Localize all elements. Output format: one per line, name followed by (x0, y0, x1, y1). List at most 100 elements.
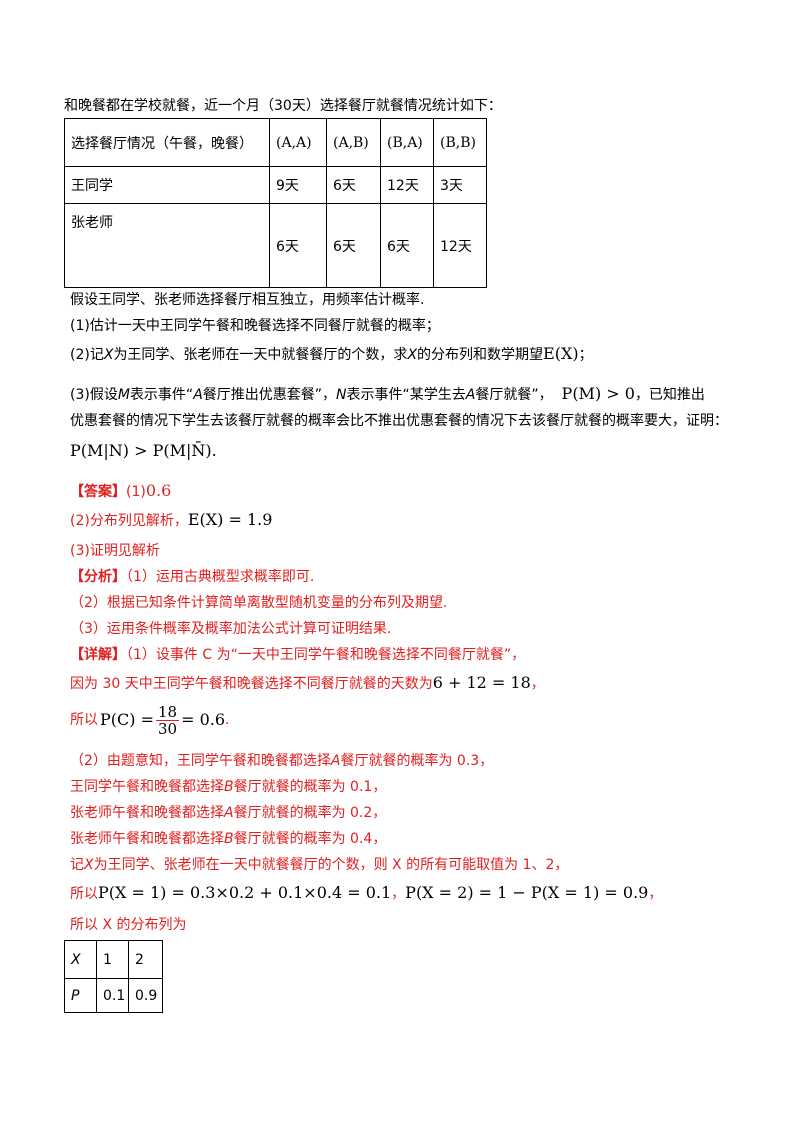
question-1: (1)估计一天中王同学午餐和晚餐选择不同餐厅就餐的概率； (70, 318, 440, 334)
q3-text: 表示事件“某学生去 (346, 387, 466, 403)
q3-text: 餐厅推出优惠套餐”， (202, 387, 337, 403)
q3-condition: P(M) > 0 (561, 384, 635, 403)
detail-var: X (84, 857, 94, 873)
table-cell: 2 (128, 940, 163, 979)
question-3-inequality: P(M|N) > P(M|N̄). (70, 441, 217, 460)
intro-text: 和晚餐都在学校就餐，近一个月（30天）选择餐厅就餐情况统计如下： (64, 98, 502, 114)
analysis-line-3: （3）运用条件概率及概率加法公式计算可证明结果. (70, 621, 392, 637)
distribution-table: X 1 2 P 0.1 0.9 (64, 940, 163, 1013)
fraction-numerator: 18 (155, 702, 180, 721)
detail-text: 张老师午餐和晚餐都选择 (70, 805, 224, 821)
q2-text: ； (578, 347, 593, 363)
answer-line-1: 【答案】(1)0.6 (70, 481, 171, 502)
detail-line-10: 所以 X 的分布列为 (70, 917, 187, 933)
answer-text: (1) (126, 484, 146, 500)
detail-line-3: 所以 P(C) = 18 30 = 0.6. (70, 702, 229, 738)
q3-text: 表示事件“ (129, 387, 194, 403)
q3-var: A (465, 387, 476, 403)
detail-text: （1）设事件 C 为“一天中王同学午餐和晚餐选择不同餐厅就餐”， (126, 647, 526, 663)
table-header-cell: (A,B) (326, 118, 381, 167)
detail-line-2: 因为 30 天中王同学午餐和晚餐选择不同餐厅就餐的天数为6 + 12 = 18， (70, 673, 545, 694)
question-2: (2)记X为王同学、张老师在一天中就餐餐厅的个数，求X的分布列和数学期望E(X)… (70, 344, 593, 365)
analysis-line-1: 【分析】（1）运用古典概型求概率即可. (70, 567, 314, 587)
q3-var: A (193, 387, 203, 403)
detail-line-5: 王同学午餐和晚餐都选择B餐厅就餐的概率为 0.1， (70, 777, 386, 797)
q3-text: ，已知推出 (634, 387, 705, 403)
question-3-line2: 优惠套餐的情况下学生去该餐厅就餐的概率会比不推出优惠套餐的情况下去该餐厅就餐的概… (70, 413, 728, 429)
table-header-cell: 选择餐厅情况（午餐，晚餐） (64, 118, 270, 167)
table-cell: 12天 (433, 203, 487, 288)
detail-text: 餐厅就餐的概率为 0.1， (233, 779, 387, 795)
q2-text: 为王同学、张老师在一天中就餐餐厅的个数，求 (113, 347, 408, 363)
table-cell: 6天 (326, 203, 381, 288)
detail-text: ， (391, 886, 406, 902)
fraction: 18 30 (155, 702, 180, 738)
q3-text: 餐厅就餐”， (475, 387, 553, 403)
q3-text: (3)假设 (70, 387, 118, 403)
table-cell: 张老师 (64, 203, 270, 288)
answer-value: 0.6 (145, 481, 172, 500)
detail-text: ， (530, 676, 545, 692)
detail-var: A (224, 805, 234, 821)
q2-text: (2)记 (70, 347, 104, 363)
detail-formula: 6 + 12 = 18 (432, 673, 531, 692)
question-3-line1: (3)假设M表示事件“A餐厅推出优惠套餐”，N表示事件“某学生去A餐厅就餐”， … (70, 384, 705, 405)
table-cell: X (71, 951, 81, 968)
answer-tag: 【答案】 (70, 484, 126, 500)
analysis-tag: 【分析】 (70, 569, 126, 585)
analysis-line-2: （2）根据已知条件计算简单离散型随机变量的分布列及期望. (70, 595, 448, 611)
detail-text: 餐厅就餐的概率为 0.2， (233, 805, 387, 821)
detail-text: . (225, 712, 230, 728)
detail-text: ， (648, 886, 663, 902)
detail-text: 为王同学、张老师在一天中就餐餐厅的个数，则 X 的所有可能取值为 1、2， (93, 857, 569, 873)
table-cell: 9天 (269, 166, 327, 204)
detail-var: B (224, 779, 234, 795)
table-row: P 0.1 0.9 (64, 978, 163, 1013)
q3-var: M (117, 387, 130, 403)
fraction-denominator: 30 (157, 719, 178, 738)
detail-var: B (224, 831, 234, 847)
detail-text: 记 (70, 857, 84, 873)
table-cell: 12天 (380, 166, 434, 204)
table-cell: P (71, 987, 80, 1004)
detail-line-1: 【详解】（1）设事件 C 为“一天中王同学午餐和晚餐选择不同餐厅就餐”， (70, 645, 525, 665)
table-header-cell: (B,B) (433, 118, 487, 167)
detail-text: 张老师午餐和晚餐都选择 (70, 831, 224, 847)
detail-formula: P(X = 2) = 1 − P(X = 1) = 0.9 (405, 883, 649, 902)
detail-text: 餐厅就餐的概率为 0.4， (233, 831, 387, 847)
detail-line-7: 张老师午餐和晚餐都选择B餐厅就餐的概率为 0.4， (70, 829, 386, 849)
detail-line-9: 所以P(X = 1) = 0.3×0.2 + 0.1×0.4 = 0.1，P(X… (70, 883, 662, 904)
table-header-row: 选择餐厅情况（午餐，晚餐） (A,A) (A,B) (B,A) (B,B) (64, 118, 487, 167)
table-cell: 0.9 (128, 978, 163, 1013)
detail-formula: P(C) = (100, 710, 154, 729)
table-row: X 1 2 (64, 940, 163, 979)
table-cell: 6天 (326, 166, 381, 204)
q3-var: N (336, 387, 347, 403)
q2-expectation: E(X) (543, 344, 579, 363)
detail-text: 餐厅就餐的概率为 0.3， (340, 753, 494, 769)
detail-formula: P(X = 1) = 0.3×0.2 + 0.1×0.4 = 0.1 (98, 883, 392, 902)
answer-line-3: (3)证明见解析 (70, 543, 160, 559)
table-cell: 1 (96, 940, 129, 979)
table-row: 王同学 9天 6天 12天 3天 (64, 166, 487, 204)
answer-text: (2)分布列见解析， (70, 513, 188, 529)
q2-text: 的分布列和数学期望 (417, 347, 544, 363)
detail-line-4: （2）由题意知，王同学午餐和晚餐都选择A餐厅就餐的概率为 0.3， (70, 751, 493, 771)
detail-text: 王同学午餐和晚餐都选择 (70, 779, 224, 795)
detail-tag: 【详解】 (70, 647, 126, 663)
detail-text: （2）由题意知，王同学午餐和晚餐都选择 (70, 753, 331, 769)
q2-var: X (103, 347, 114, 363)
detail-formula: = 0.6 (181, 710, 226, 729)
table-header-cell: (A,A) (269, 118, 327, 167)
table-cell: 0.1 (96, 978, 129, 1013)
table-header-cell: (B,A) (380, 118, 434, 167)
table-cell: 6天 (269, 203, 327, 288)
table-cell: 王同学 (64, 166, 270, 204)
answer-value: E(X) = 1.9 (187, 510, 273, 529)
detail-text: 所以 (70, 712, 98, 728)
q2-var: X (407, 347, 418, 363)
table-cell: 6天 (380, 203, 434, 288)
assumption-text: 假设王同学、张老师选择餐厅相互独立，用频率估计概率. (70, 292, 425, 308)
detail-line-6: 张老师午餐和晚餐都选择A餐厅就餐的概率为 0.2， (70, 803, 386, 823)
analysis-text: （1）运用古典概型求概率即可. (126, 569, 315, 585)
